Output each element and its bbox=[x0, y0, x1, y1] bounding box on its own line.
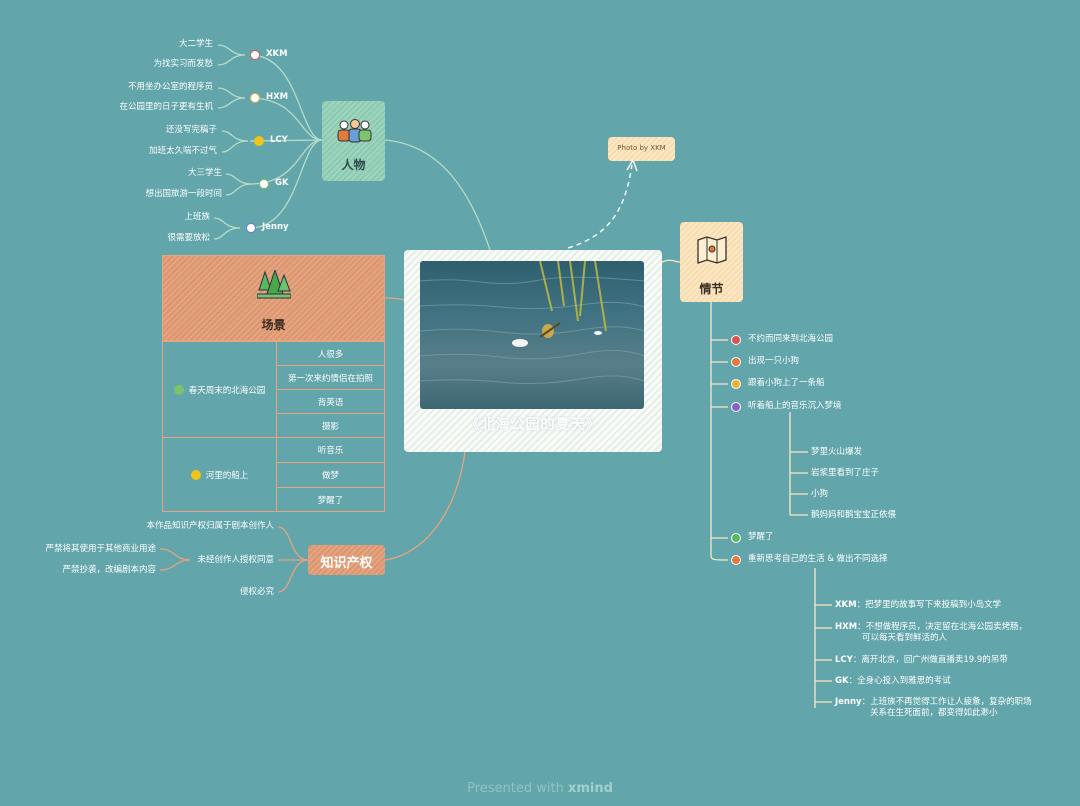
choice-text-line2: 可以每天看到鲜活的人 bbox=[862, 633, 948, 643]
scene-group-label: 春天周末的北海公园 bbox=[188, 385, 266, 396]
character-detail: 上班族 bbox=[184, 212, 210, 222]
character-name[interactable]: GK bbox=[275, 178, 289, 188]
ip-sub-item: 严禁将其使用于其他商业用途 bbox=[45, 544, 156, 554]
character-detail: 为找实习而发愁 bbox=[153, 59, 213, 69]
scene-title: 场景 bbox=[261, 318, 286, 332]
choice-who: LCY bbox=[835, 655, 853, 665]
central-photo bbox=[420, 261, 644, 409]
footer-credit[interactable]: Presented with xmind bbox=[0, 781, 1080, 796]
plot-item[interactable]: 梦醒了 bbox=[748, 532, 774, 542]
character-detail: 大二学生 bbox=[178, 39, 213, 49]
plot-title: 情节 bbox=[699, 282, 724, 296]
choice-who: GK bbox=[835, 676, 849, 686]
person-icon bbox=[246, 223, 256, 233]
choice-text: 把梦里的故事写下来投稿到小岛文学 bbox=[865, 600, 1002, 610]
person-icon bbox=[259, 179, 269, 189]
dream-item[interactable]: 小狗 bbox=[811, 489, 829, 499]
exclamation-icon bbox=[731, 357, 741, 367]
flag-icon bbox=[731, 555, 741, 565]
character-detail: 不用坐办公室的程序员 bbox=[127, 82, 213, 92]
ip-item: 本作品知识产权归属于剧本创作人 bbox=[146, 521, 274, 531]
dream-item[interactable]: 鹅妈妈和鹅宝宝正依偎 bbox=[811, 510, 897, 520]
scene-group-boat[interactable]: 河里的船上 bbox=[162, 437, 277, 512]
character-detail: 在公园里的日子更有生机 bbox=[119, 102, 213, 112]
ip-item: 侵权必究 bbox=[239, 587, 274, 597]
plot-node[interactable]: 情节 bbox=[680, 222, 743, 302]
scene-item[interactable]: 听音乐 bbox=[276, 437, 385, 463]
character-detail: 想出国旅游一段时间 bbox=[145, 189, 222, 199]
scene-node[interactable]: 场景 bbox=[162, 255, 385, 341]
plot-item[interactable]: 出现一只小狗 bbox=[748, 356, 800, 366]
dream-item[interactable]: 梦里火山爆发 bbox=[811, 447, 863, 457]
pencil-icon bbox=[190, 469, 201, 480]
character-name[interactable]: Jenny bbox=[262, 222, 289, 232]
choice-item[interactable]: XKM：把梦里的故事写下来投稿到小岛文学 bbox=[835, 600, 1002, 610]
choice-item[interactable]: GK：全身心投入到雅思的考试 bbox=[835, 676, 951, 686]
scene-item[interactable]: 梦醒了 bbox=[276, 487, 385, 512]
choice-text: 不想做程序员，决定留在北海公园卖烤肠， bbox=[865, 622, 1028, 632]
ip-node[interactable]: 知识产权 bbox=[308, 545, 385, 575]
choice-text: 上班族不再觉得工作让人疲惫，复杂的职场 bbox=[870, 697, 1032, 707]
presented-with-text: Presented with bbox=[467, 781, 564, 796]
heart-icon bbox=[731, 335, 741, 345]
check-icon bbox=[731, 533, 741, 543]
plot-item[interactable]: 跟着小狗上了一条船 bbox=[748, 378, 825, 388]
people-icon bbox=[334, 117, 374, 143]
choice-item[interactable]: LCY：离开北京，回广州做直播卖19.9的吊带 bbox=[835, 655, 1008, 665]
scene-group-label: 河里的船上 bbox=[205, 470, 249, 481]
character-name[interactable]: LCY bbox=[270, 135, 288, 145]
central-title: 《北海公园的夏天》 bbox=[465, 417, 601, 433]
choice-who: Jenny bbox=[835, 697, 862, 707]
scene-item[interactable]: 背英语 bbox=[276, 389, 385, 414]
character-detail: 很需要放松 bbox=[167, 233, 210, 243]
number-icon bbox=[731, 379, 741, 389]
character-detail: 大三学生 bbox=[187, 168, 222, 178]
xmind-logo: xmind bbox=[567, 781, 613, 796]
plot-item[interactable]: 不约而同来到北海公园 bbox=[748, 334, 834, 344]
photo-credit-note[interactable]: Photo by XKM bbox=[608, 137, 675, 161]
choice-text: 全身心投入到雅思的考试 bbox=[857, 676, 951, 686]
character-name[interactable]: XKM bbox=[266, 49, 288, 59]
choice-text-line2: 关系在生死面前，都变得如此渺小 bbox=[870, 708, 998, 718]
scene-item[interactable]: 摄影 bbox=[276, 413, 385, 438]
ip-item: 未经创作人授权同意 bbox=[197, 555, 274, 565]
scene-item[interactable]: 做梦 bbox=[276, 462, 385, 488]
central-topic[interactable]: 《北海公园的夏天》 bbox=[404, 250, 662, 452]
scene-item[interactable]: 第一次来约情侣在拍照 bbox=[276, 365, 385, 390]
photo-credit-text: Photo by XKM bbox=[617, 144, 666, 152]
characters-title: 人物 bbox=[341, 158, 366, 172]
dream-item[interactable]: 岩浆里看到了庄子 bbox=[811, 468, 880, 478]
trees-icon bbox=[256, 268, 292, 300]
map-icon bbox=[696, 236, 728, 264]
choice-who: XKM bbox=[835, 600, 857, 610]
character-name[interactable]: HXM bbox=[266, 92, 289, 102]
character-detail: 加班太久喘不过气 bbox=[148, 146, 217, 156]
info-icon bbox=[731, 402, 741, 412]
choice-item[interactable]: Jenny：上班族不再觉得工作让人疲惫，复杂的职场 bbox=[835, 697, 1032, 707]
choice-item[interactable]: HXM：不想做程序员，决定留在北海公园卖烤肠， bbox=[835, 622, 1028, 632]
ip-sub-item: 严禁抄袭，改编剧本内容 bbox=[62, 565, 156, 575]
person-icon bbox=[254, 136, 264, 146]
person-icon bbox=[250, 50, 260, 60]
choice-who: HXM bbox=[835, 622, 858, 632]
scene-group-park[interactable]: 春天周末的北海公园 bbox=[162, 341, 277, 438]
plot-item[interactable]: 重新思考自己的生活 & 做出不同选择 bbox=[748, 554, 888, 564]
person-icon bbox=[250, 93, 260, 103]
characters-node[interactable]: 人物 bbox=[322, 101, 385, 181]
plot-item[interactable]: 听着船上的音乐沉入梦境 bbox=[748, 401, 842, 411]
character-detail: 还没写完稿子 bbox=[165, 125, 217, 135]
ip-title: 知识产权 bbox=[320, 556, 373, 571]
choice-text: 离开北京，回广州做直播卖19.9的吊带 bbox=[861, 655, 1008, 665]
running-icon bbox=[173, 384, 184, 395]
scene-item[interactable]: 人很多 bbox=[276, 341, 385, 366]
